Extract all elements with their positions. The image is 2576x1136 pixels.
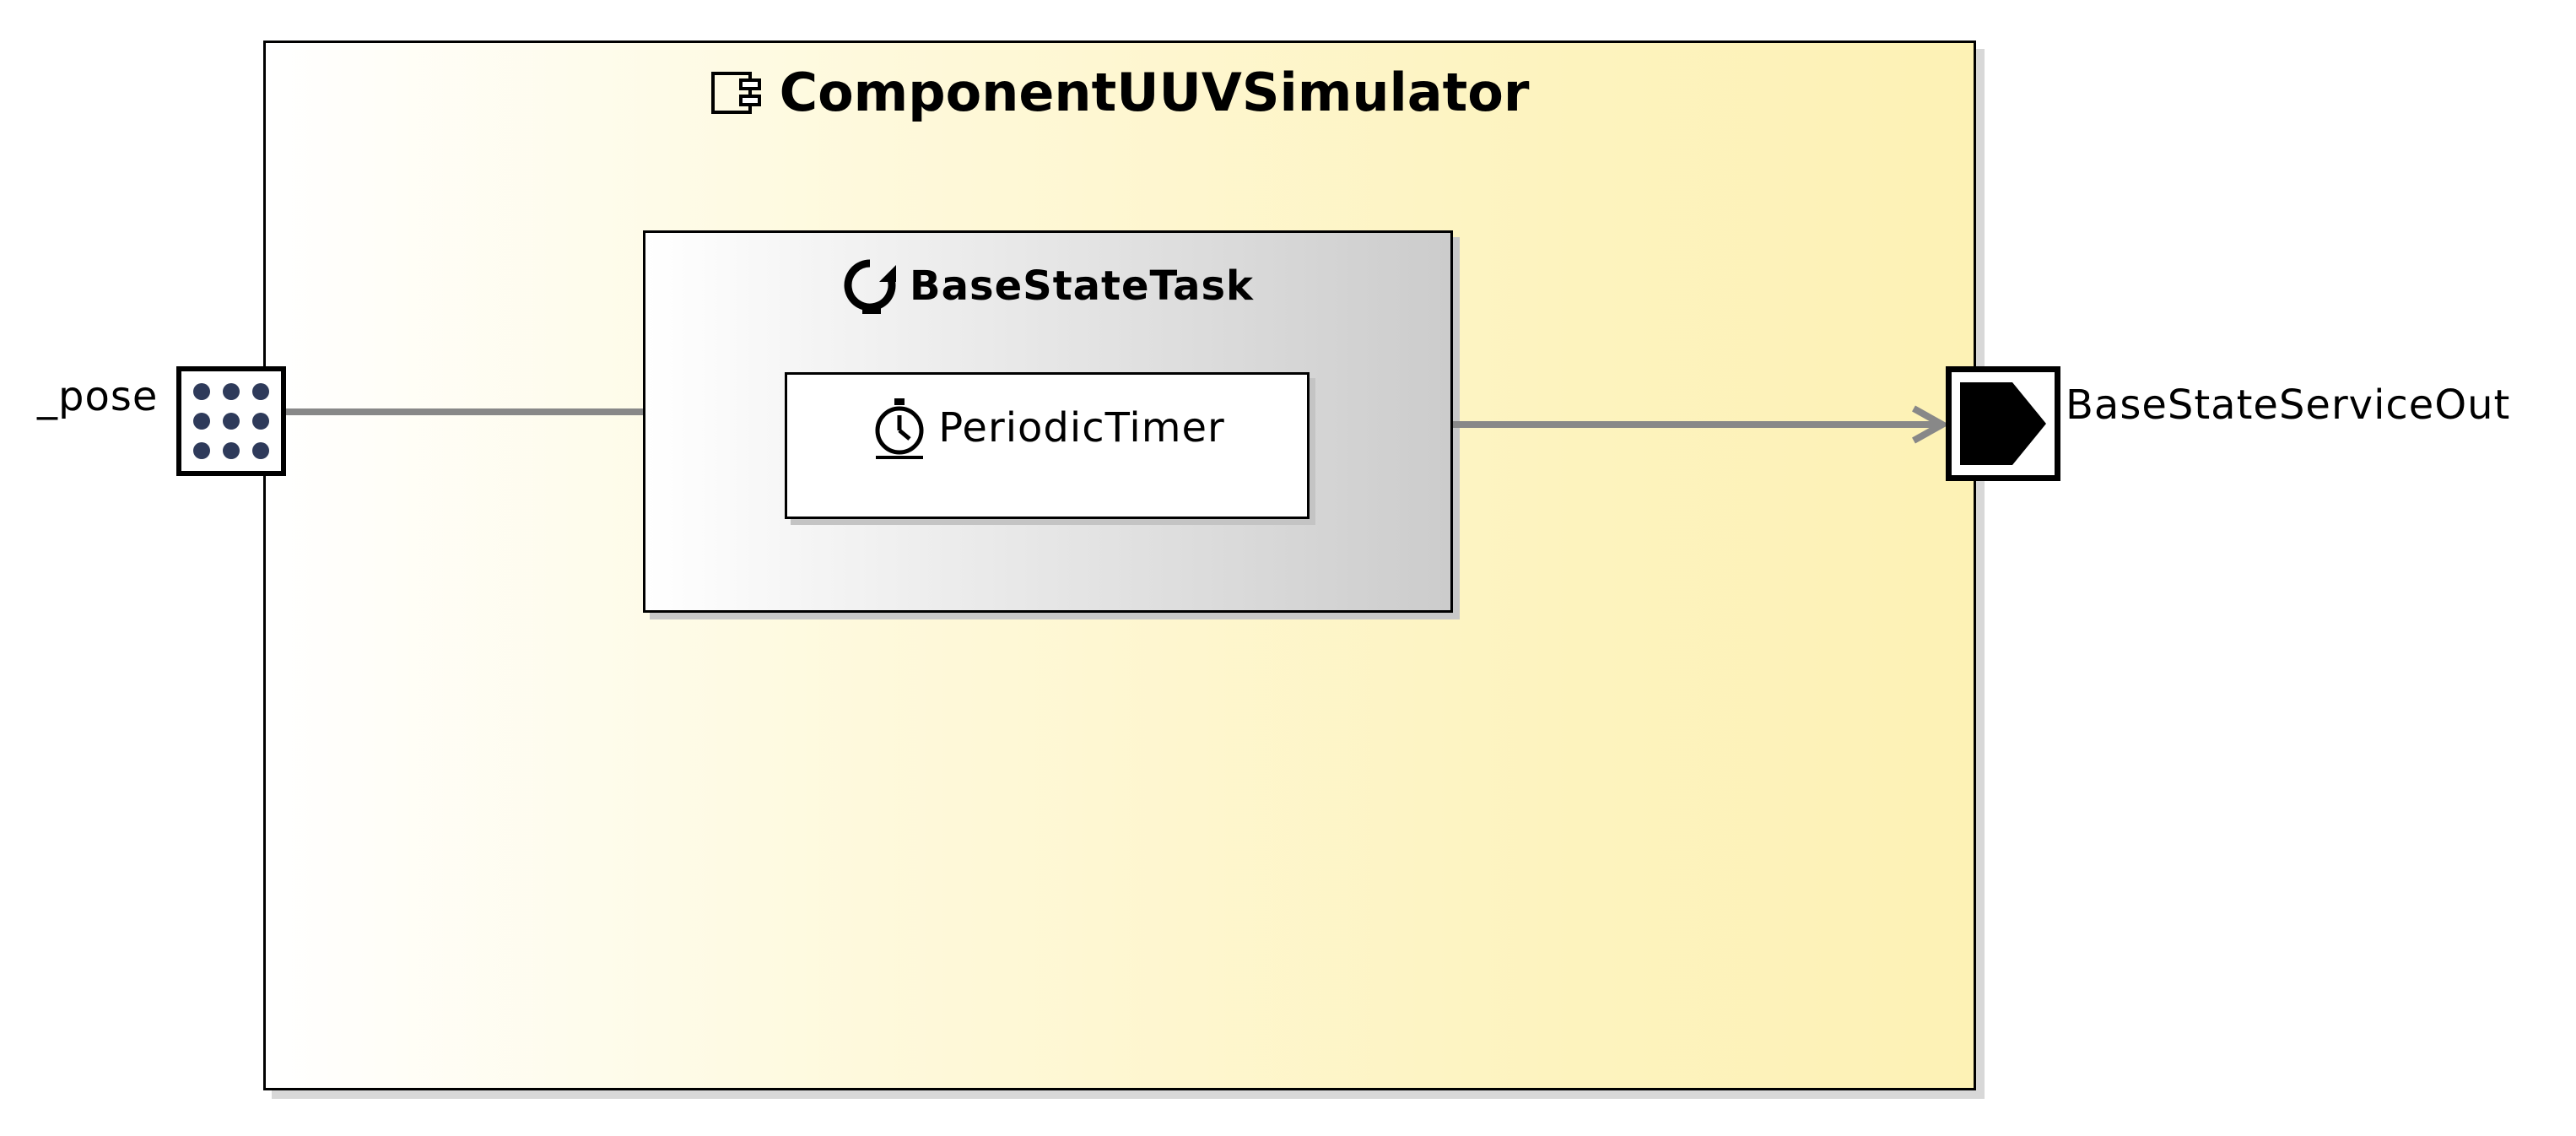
task-header: BaseStateTask <box>645 257 1450 316</box>
service-out-port-label: BaseStateServiceOut <box>2066 381 2511 429</box>
component-box[interactable]: ComponentUUVSimulator <box>263 41 1976 1090</box>
output-arrow-port-icon <box>1960 382 2046 465</box>
timer-header: PeriodicTimer <box>787 397 1307 459</box>
timer-box[interactable]: PeriodicTimer <box>785 372 1310 519</box>
pose-port[interactable] <box>176 366 286 476</box>
dot-grid-port-icon <box>193 383 269 459</box>
task-cycle-icon <box>842 257 898 316</box>
component-header: ComponentUUVSimulator <box>266 62 1974 123</box>
timer-title: PeriodicTimer <box>938 404 1225 452</box>
component-title: ComponentUUVSimulator <box>779 62 1530 123</box>
task-title: BaseStateTask <box>910 262 1254 310</box>
pose-port-label: _pose <box>37 373 159 420</box>
component-icon <box>710 71 764 115</box>
service-out-port[interactable] <box>1946 366 2060 481</box>
stopwatch-icon <box>869 397 930 459</box>
